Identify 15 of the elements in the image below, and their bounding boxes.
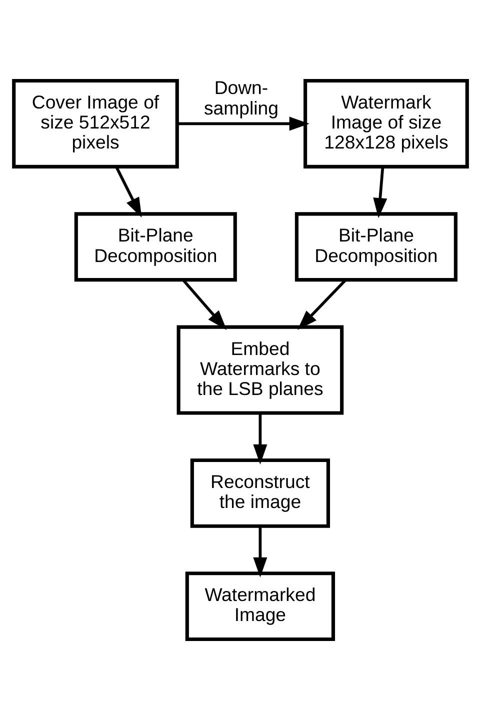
arrow <box>115 166 142 218</box>
arrow <box>182 278 227 330</box>
node-box: Bit-Plane Decomposition <box>294 212 458 282</box>
node-box: Cover Image of size 512x512 pixels <box>12 78 179 168</box>
edge-label: Down- sampling <box>204 77 278 118</box>
node-box: Embed Watermarks to the LSB planes <box>176 325 344 415</box>
node-box: Bit-Plane Decomposition <box>74 212 237 282</box>
arrow <box>373 167 388 218</box>
node-box: Watermark Image of size 128x128 pixels <box>304 78 469 168</box>
arrow <box>253 526 268 578</box>
arrow <box>177 116 310 131</box>
node-box: Watermarked Image <box>185 572 336 642</box>
node-box: Reconstruct the image <box>190 458 330 528</box>
arrow <box>253 414 268 464</box>
arrow <box>298 278 347 330</box>
